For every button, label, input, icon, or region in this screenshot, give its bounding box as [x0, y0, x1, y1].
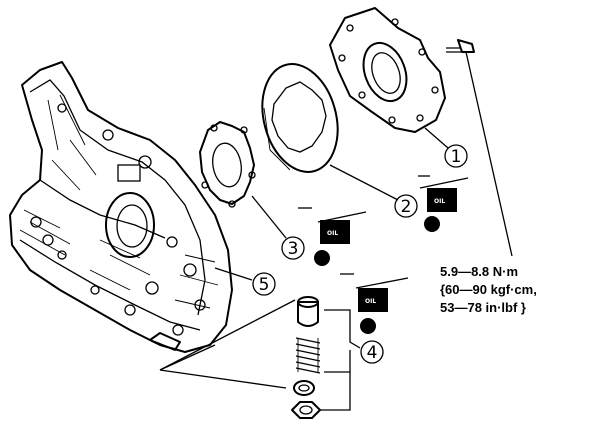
- svg-text:3: 3: [288, 239, 299, 259]
- oil-symbol-valve: OIL: [340, 273, 409, 334]
- callout-4: 4: [360, 340, 384, 364]
- inner-rotor: [199, 121, 256, 208]
- leader-lines: [159, 51, 513, 411]
- torque-spec: 5.9—8.8 N·m {60—90 kgf·cm, 53—78 in·lbf …: [440, 264, 537, 315]
- relief-valve-washer: [293, 380, 315, 396]
- cover-screw: [446, 39, 475, 53]
- svg-text:2: 2: [401, 197, 412, 217]
- callout-2: 2: [394, 194, 418, 218]
- callout-1: 1: [444, 144, 468, 168]
- pump-cover-plate: [329, 7, 446, 133]
- svg-text:1: 1: [451, 147, 462, 167]
- callout-3: 3: [281, 236, 305, 260]
- outer-rotor: [261, 63, 339, 173]
- relief-valve-plug: [291, 401, 321, 419]
- relief-valve-spring: [295, 337, 321, 374]
- torque-spec-line-2: {60—90 kgf·cm,: [440, 282, 537, 297]
- svg-text:4: 4: [367, 343, 378, 363]
- svg-text:OIL: OIL: [365, 298, 376, 305]
- relief-valve-plunger: [297, 296, 319, 327]
- torque-spec-line-1: 5.9—8.8 N·m: [440, 264, 518, 279]
- oil-symbol-rotor: OIL: [418, 175, 469, 232]
- oil-symbol-inner: OIL: [298, 207, 367, 266]
- oil-pump-body: [9, 61, 233, 353]
- svg-text:OIL: OIL: [327, 230, 338, 237]
- svg-text:OIL: OIL: [434, 198, 445, 205]
- svg-text:5: 5: [259, 275, 270, 295]
- callout-5: 5: [252, 272, 276, 296]
- torque-spec-line-3: 53—78 in·lbf }: [440, 300, 526, 315]
